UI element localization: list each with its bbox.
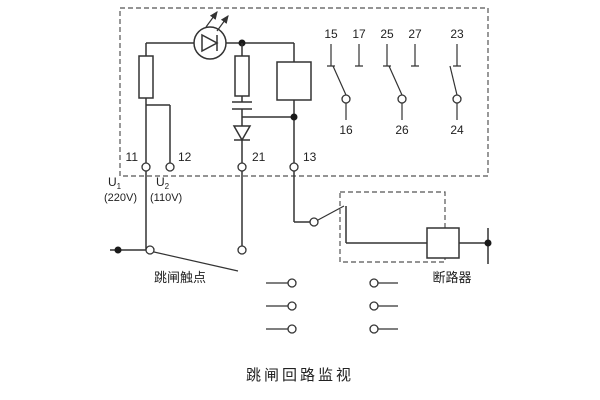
led-indicator xyxy=(193,11,229,60)
row-terminal xyxy=(369,278,379,288)
terminal-11 xyxy=(141,162,151,172)
spare-contact-row xyxy=(266,301,398,311)
u1-voltage: (220V) xyxy=(104,192,137,204)
row-terminal xyxy=(287,278,297,288)
negative-rail xyxy=(459,228,489,264)
terminal-27-label: 27 xyxy=(408,27,422,41)
terminal-26-label: 26 xyxy=(395,123,409,137)
aux-switch-blade xyxy=(317,205,345,221)
contact-blade-26 xyxy=(388,65,403,96)
output-contact-group: 15 17 25 27 23 16 26 24 xyxy=(324,27,464,137)
relay-coil xyxy=(276,43,312,163)
breaker-section: 断路器 xyxy=(293,171,492,285)
diagram-title: 跳闸回路监视 xyxy=(246,367,354,384)
terminal-21 xyxy=(237,162,247,172)
terminal-13 xyxy=(289,162,299,172)
spare-contact-rows xyxy=(266,278,398,334)
trip-coil-box xyxy=(426,227,460,259)
terminal-13-label: 13 xyxy=(303,150,317,164)
external-connection-dot xyxy=(114,246,122,254)
terminal-15-label: 15 xyxy=(324,27,338,41)
spare-contact-row xyxy=(266,324,398,334)
resistor-2-body xyxy=(234,55,250,97)
rc-diode-branch xyxy=(232,39,294,163)
junction-dot xyxy=(290,113,298,121)
terminal-17-label: 17 xyxy=(352,27,366,41)
u1-label: U1 xyxy=(108,175,122,191)
row-terminal xyxy=(287,301,297,311)
terminal-24 xyxy=(452,94,462,104)
aux-switch-fixed-lead xyxy=(345,206,427,244)
breaker-label: 断路器 xyxy=(432,270,471,285)
contact-blade-16 xyxy=(332,65,347,96)
terminal-13-downlead xyxy=(293,171,310,223)
led-emission-arrow xyxy=(205,11,218,28)
terminal-26 xyxy=(397,94,407,104)
terminal-16 xyxy=(341,94,351,104)
u2-voltage: (110V) xyxy=(150,192,182,204)
external-connection-dot xyxy=(484,239,492,247)
spare-contact-row xyxy=(266,278,398,288)
u2-label: U2 xyxy=(156,175,170,191)
tap-to-terminal-12 xyxy=(146,104,171,163)
capacitor-plates xyxy=(232,101,252,110)
trip-contact-label: 跳闸触点 xyxy=(154,270,206,285)
row-terminal xyxy=(287,324,297,334)
terminal-16-label: 16 xyxy=(339,123,353,137)
resistor-1-body xyxy=(138,55,154,99)
relay-coil-box xyxy=(276,61,312,101)
fixed-contact-17 xyxy=(355,44,363,67)
trip-contact-section: 跳闸触点 xyxy=(110,171,247,285)
fixed-contact-15 xyxy=(327,44,335,67)
terminal-23-label: 23 xyxy=(450,27,464,41)
fixed-contact-25 xyxy=(383,44,391,67)
terminal-12 xyxy=(165,162,175,172)
resistor-1 xyxy=(138,43,171,163)
fixed-contact-27 xyxy=(411,44,419,67)
aux-switch-pivot xyxy=(309,217,319,227)
relay-dashed-box xyxy=(119,7,489,177)
terminal-25-label: 25 xyxy=(380,27,394,41)
row-terminal xyxy=(369,324,379,334)
terminal-24-label: 24 xyxy=(450,123,464,137)
relay-terminals: 11 12 21 13 xyxy=(126,150,317,172)
fixed-contact-23 xyxy=(453,44,461,67)
trip-contact-fixed xyxy=(237,245,247,255)
row-terminal xyxy=(369,301,379,311)
voltage-labels: U1 (220V) U2 (110V) xyxy=(104,175,182,204)
trip-contact-blade xyxy=(153,251,239,272)
terminal-12-label: 12 xyxy=(178,150,192,164)
contact-blade-24 xyxy=(449,65,458,96)
breaker-dashed-box xyxy=(339,191,446,263)
terminal-21-label: 21 xyxy=(252,150,266,164)
diode-triangle xyxy=(232,125,252,142)
led-emission-arrow xyxy=(216,15,229,32)
terminal-11-label: 11 xyxy=(126,150,139,164)
led-triangle xyxy=(201,33,219,53)
trip-contact-pivot xyxy=(145,245,155,255)
